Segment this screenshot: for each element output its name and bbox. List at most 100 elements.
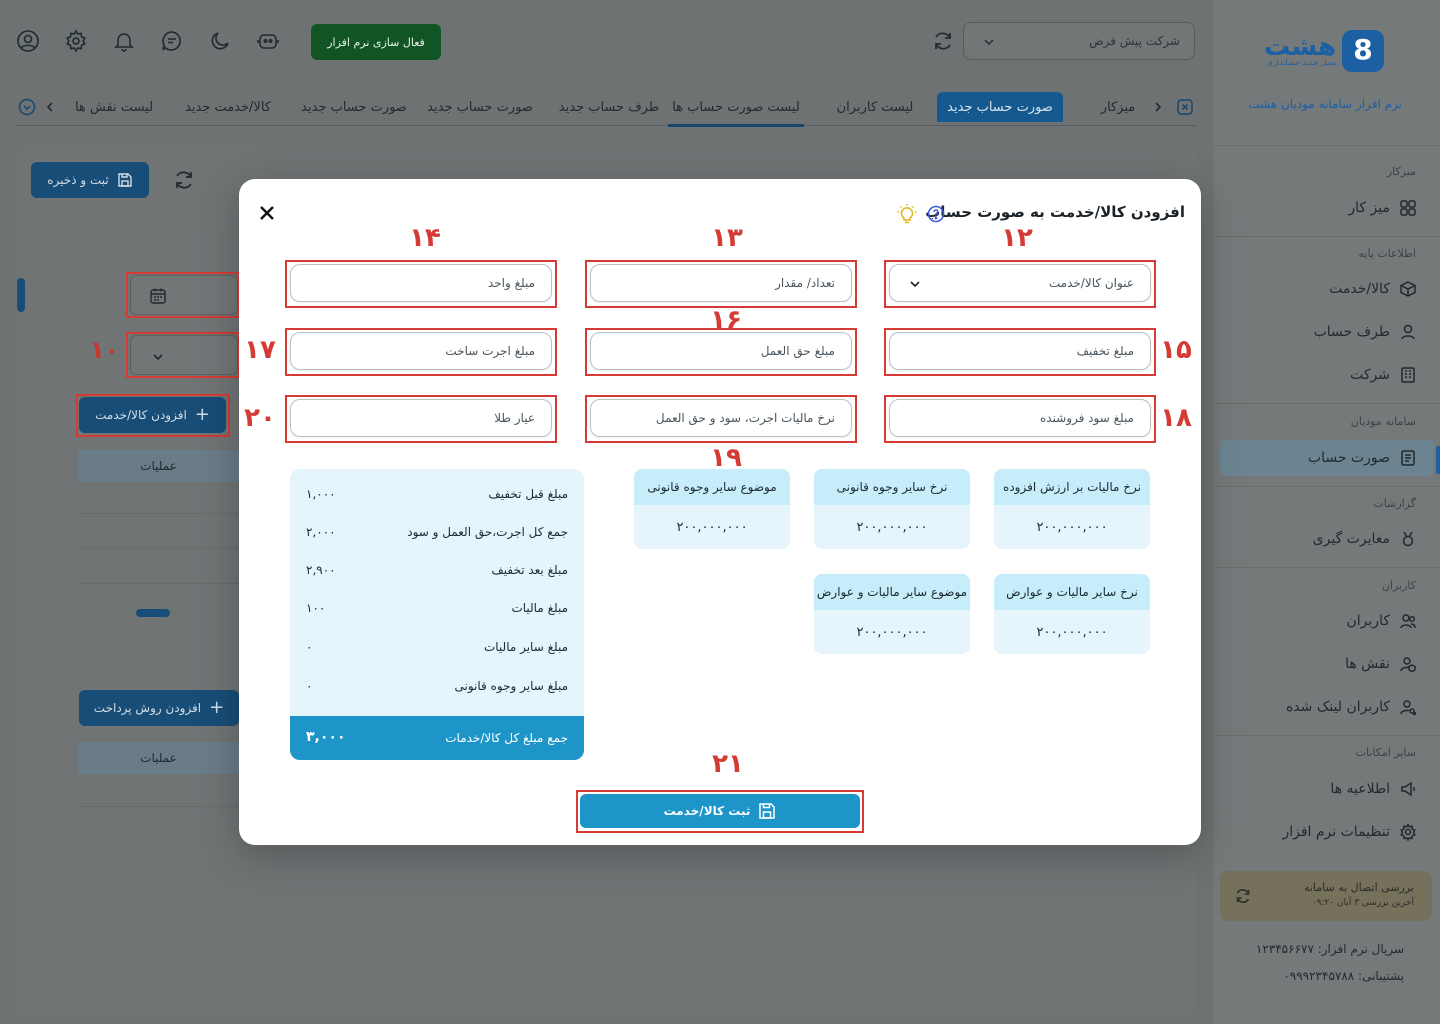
discount-input[interactable]: مبلغ تخفیف xyxy=(889,332,1151,370)
chevron-right-icon[interactable] xyxy=(1150,92,1166,122)
tab-new-party[interactable]: طرف حساب جدید xyxy=(558,99,660,115)
tab-bar: لیست نقش ها کالا/خدمت جدید صورت حساب جدی… xyxy=(16,88,1196,127)
quantity-placeholder: تعداد/ مقدار xyxy=(775,276,835,290)
marker-15: ۱۵ xyxy=(1160,335,1192,365)
sidebar-item-party[interactable]: طرف حساب xyxy=(1228,314,1418,350)
stat-card-other-funds-subject: موضوع سایر وجوه قانونی ۲۰۰,۰۰۰,۰۰۰ xyxy=(634,469,790,549)
refresh-page-button[interactable] xyxy=(170,166,198,194)
tab-new-invoice-active[interactable]: صورت حساب جدید xyxy=(937,92,1063,122)
user-icon xyxy=(1398,322,1418,342)
marker-10: ۱۰ xyxy=(90,336,120,364)
sidebar-item-desk[interactable]: میز کار xyxy=(1228,190,1418,226)
chat-icon[interactable] xyxy=(160,29,184,53)
tab-roles-list[interactable]: لیست نقش ها xyxy=(74,99,154,115)
date-input[interactable] xyxy=(130,275,238,315)
table-row-divider xyxy=(78,513,239,514)
bot-icon[interactable] xyxy=(256,29,280,53)
highlight-box xyxy=(576,790,864,833)
tabs-dropdown-icon[interactable] xyxy=(16,92,38,122)
add-item-button[interactable]: + افزودن کالا/خدمت xyxy=(79,397,226,433)
gold-karat-input[interactable]: عیار طلا xyxy=(290,399,552,437)
refresh-icon xyxy=(176,171,192,189)
sidebar-item-label: صورت حساب xyxy=(1307,450,1390,466)
operations-header: عملیات xyxy=(140,459,177,473)
stat-card-other-tax-rate: نرخ سایر مالیات و عوارض ۲۰۰,۰۰۰,۰۰۰ xyxy=(994,574,1150,654)
summary-row: مبلغ بعد تخفیف ۲,۹۰۰ xyxy=(290,551,584,589)
sidebar-item-announcements[interactable]: اطلاعیه ها xyxy=(1228,771,1418,807)
summary-total-label: جمع مبلغ کل کالا/خدمات xyxy=(445,731,568,745)
refresh-icon xyxy=(1236,889,1250,903)
stat-card-other-tax-subject: موضوع سایر مالیات و عوارض ۲۰۰,۰۰۰,۰۰۰ xyxy=(814,574,970,654)
add-payment-method-button[interactable]: + افزودن روش پرداخت xyxy=(79,690,239,726)
sidebar-item-users[interactable]: کاربران xyxy=(1228,603,1418,639)
highlight-box xyxy=(585,260,857,308)
marker-20: ۲۰ xyxy=(244,403,276,433)
lightbulb-icon[interactable] xyxy=(896,203,918,225)
app-logo[interactable]: 8 هشت نسل جدید حسابداری xyxy=(1264,30,1384,74)
making-fee-input[interactable]: مبلغ اجرت ساخت xyxy=(290,332,552,370)
summary-total-value: ۳,۰۰۰ xyxy=(306,729,346,745)
sidebar-item-goods[interactable]: کالا/خدمت xyxy=(1228,271,1418,307)
sidebar-divider xyxy=(1212,486,1440,487)
summary-row: جمع کل اجرت،حق العمل و سود ۲,۰۰۰ xyxy=(290,513,584,551)
company-select[interactable]: شرکت پیش فرض xyxy=(963,22,1195,60)
summary-value: ۱,۰۰۰ xyxy=(306,487,336,501)
help-icon[interactable] xyxy=(927,205,945,223)
connection-check-title: بررسی اتصال به سامانه xyxy=(1303,881,1414,894)
dark-mode-icon[interactable] xyxy=(208,29,232,53)
stat-label: نرخ سایر مالیات و عوارض xyxy=(994,574,1150,610)
table-row-divider xyxy=(78,548,239,549)
sidebar-item-roles[interactable]: نقش ها xyxy=(1228,646,1418,682)
sidebar-item-label: مغایرت گیری xyxy=(1312,531,1390,547)
item-title-select[interactable]: عنوان کالا/خدمت xyxy=(889,264,1151,302)
save-and-store-button[interactable]: ثبت و ذخیره xyxy=(31,162,149,198)
sidebar-item-linked-users[interactable]: کاربران لینک شده xyxy=(1228,689,1418,725)
tab-new-invoice-2[interactable]: صورت حساب جدید xyxy=(427,99,533,115)
highlight-box xyxy=(76,394,230,437)
sidebar-divider xyxy=(1212,403,1440,404)
highlight-box xyxy=(285,395,557,443)
sidebar-item-invoice[interactable]: صورت حساب xyxy=(1220,440,1434,476)
tab-users-list[interactable]: لیست کاربران xyxy=(836,99,914,115)
grid-icon xyxy=(1398,198,1418,218)
sidebar-item-settings[interactable]: تنظیمات نرم افزار xyxy=(1228,814,1418,850)
stat-label: نرخ سایر وجوه قانونی xyxy=(814,469,970,505)
sidebar-item-discrepancy[interactable]: مغایرت گیری xyxy=(1228,521,1418,557)
connection-refresh-button[interactable] xyxy=(1230,883,1256,909)
bell-icon[interactable] xyxy=(112,29,136,53)
close-icon[interactable] xyxy=(257,203,277,223)
tax-rate-fee-input[interactable]: نرخ مالیات اجرت، سود و حق العمل xyxy=(590,399,852,437)
unit-price-input[interactable]: مبلغ واحد xyxy=(290,264,552,302)
settings-icon[interactable] xyxy=(64,29,88,53)
submit-item-button[interactable]: ثبت کالا/خدمت xyxy=(580,794,860,828)
summary-total-row: جمع مبلغ کل کالا/خدمات ۳,۰۰۰ xyxy=(290,716,584,760)
type-select[interactable] xyxy=(130,335,238,375)
sidebar-item-company[interactable]: شرکت xyxy=(1228,357,1418,393)
box-icon xyxy=(1398,279,1418,299)
sync-icon[interactable] xyxy=(931,29,955,53)
quantity-input[interactable]: تعداد/ مقدار xyxy=(590,264,852,302)
marker-21: ۲۱ xyxy=(712,749,744,779)
tab-new-invoice-3[interactable]: صورت حساب جدید xyxy=(301,99,407,115)
serial-number: سریال نرم افزار: ۱۲۳۴۵۶۶۷۷ xyxy=(1255,942,1404,956)
activate-software-button[interactable]: فعال سازی نرم افزار xyxy=(311,24,441,60)
vertical-scrollbar[interactable] xyxy=(17,278,25,312)
commission-input[interactable]: مبلغ حق العمل xyxy=(590,332,852,370)
users-icon xyxy=(1398,611,1418,631)
sidebar-section-users: کاربران xyxy=(1381,579,1416,592)
user-shield-icon xyxy=(1398,654,1418,674)
connection-check-card: بررسی اتصال به سامانه آخرین بررسی ۳ آبان… xyxy=(1220,871,1432,921)
close-tabs-icon[interactable] xyxy=(1174,92,1196,122)
tab-dashboard[interactable]: میزکار xyxy=(1100,99,1136,115)
horizontal-scrollbar[interactable] xyxy=(136,609,170,617)
chevron-left-icon[interactable] xyxy=(42,92,58,122)
highlight-box xyxy=(585,328,857,376)
tab-new-item[interactable]: کالا/خدمت جدید xyxy=(185,99,271,115)
seller-profit-input[interactable]: مبلغ سود فروشنده xyxy=(889,399,1151,437)
tab-invoice-list[interactable]: لیست صورت حساب ها xyxy=(672,99,800,115)
seller-profit-placeholder: مبلغ سود فروشنده xyxy=(1039,411,1134,425)
sidebar-divider xyxy=(1212,145,1440,146)
sidebar-divider xyxy=(1212,567,1440,568)
sidebar-item-label: کاربران xyxy=(1346,613,1390,629)
profile-icon[interactable] xyxy=(16,29,40,53)
